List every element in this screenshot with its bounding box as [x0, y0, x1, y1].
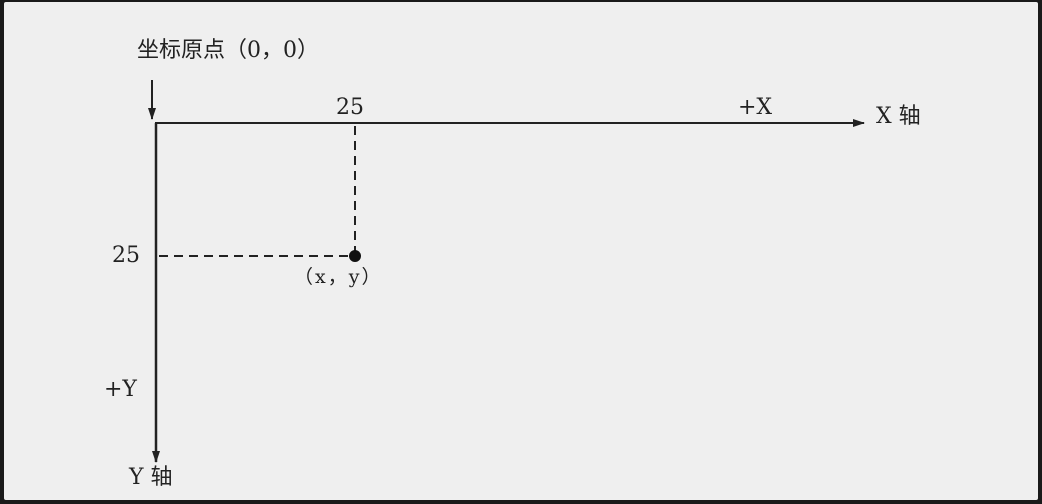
point-marker [349, 250, 361, 262]
y-value-tick-label: 25 [112, 243, 140, 268]
x-positive-label: +X [738, 95, 772, 120]
x-axis-label: X 轴 [876, 104, 921, 129]
point-label: （x，y） [294, 266, 382, 288]
x-value-tick-label: 25 [336, 95, 364, 120]
coordinate-diagram: 坐标原点（0，0） +X X 轴 +Y Y 轴 25 25 （x，y） [104, 38, 921, 490]
diagram-canvas: 坐标原点（0，0） +X X 轴 +Y Y 轴 25 25 （x，y） [4, 2, 1038, 500]
origin-label: 坐标原点（0，0） [137, 38, 319, 63]
y-positive-label: +Y [104, 377, 137, 402]
y-axis-label: Y 轴 [128, 465, 173, 490]
